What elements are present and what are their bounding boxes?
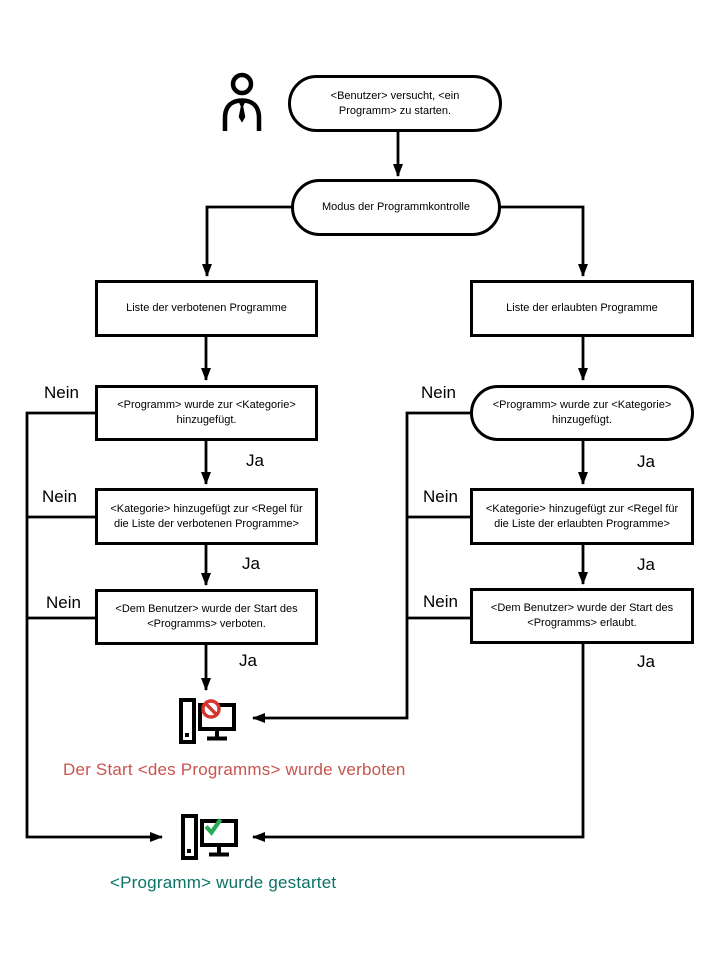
node-allowed-rule-label: <Kategorie> hinzugefügt zur <Regel für d… — [485, 502, 679, 530]
node-denied-category: <Programm> wurde zur <Kategorie> hinzuge… — [95, 385, 318, 441]
label-nein-right-1: Nein — [421, 383, 456, 402]
node-denied-rule-label: <Kategorie> hinzugefügt zur <Regel für d… — [110, 502, 303, 530]
node-denied-category-label: <Programm> wurde zur <Kategorie> hinzuge… — [117, 399, 296, 426]
node-allowed-list: Liste der erlaubten Programme — [470, 280, 694, 337]
node-start: <Benutzer> versucht, <ein Programm> zu s… — [288, 75, 502, 132]
label-ja-right-1: Ja — [637, 452, 655, 471]
label-ja-right-2: Ja — [637, 555, 655, 574]
node-denied-start-label: <Dem Benutzer> wurde der Start des <Prog… — [115, 603, 298, 630]
node-allowed-list-label: Liste der erlaubten Programme — [506, 302, 658, 315]
label-nein-left-3: Nein — [46, 593, 81, 612]
label-ja-left-1: Ja — [246, 451, 264, 470]
node-denied-list-label: Liste der verbotenen Programme — [126, 302, 287, 315]
node-denied-rule: <Kategorie> hinzugefügt zur <Regel für d… — [95, 488, 318, 545]
node-allowed-category: <Programm> wurde zur <Kategorie> hinzuge… — [470, 385, 694, 441]
node-allowed-rule: <Kategorie> hinzugefügt zur <Regel für d… — [470, 488, 694, 545]
node-denied-start: <Dem Benutzer> wurde der Start des <Prog… — [95, 589, 318, 645]
label-nein-right-3: Nein — [423, 592, 458, 611]
label-ja-right-3: Ja — [637, 652, 655, 671]
blocked-outcome-text: Der Start <des Programms> wurde verboten — [63, 760, 406, 779]
blocked-computer-icon — [178, 696, 236, 746]
label-ja-left-3: Ja — [239, 651, 257, 670]
check-mark — [204, 818, 223, 836]
label-nein-left-2: Nein — [42, 487, 77, 506]
node-start-label: <Benutzer> versucht, <ein Programm> zu s… — [330, 89, 460, 117]
label-nein-right-2: Nein — [423, 487, 458, 506]
label-ja-left-2: Ja — [242, 554, 260, 573]
started-outcome-text: <Programm> wurde gestartet — [110, 873, 337, 892]
prohibition-sign — [201, 699, 221, 719]
node-allowed-start: <Dem Benutzer> wurde der Start des <Prog… — [470, 588, 694, 644]
user-icon — [222, 72, 262, 132]
node-allowed-category-label: <Programm> wurde zur <Kategorie> hinzuge… — [492, 399, 672, 426]
node-control-mode: Modus der Programmkontrolle — [291, 179, 501, 236]
node-control-mode-label: Modus der Programmkontrolle — [322, 201, 470, 214]
label-nein-left-1: Nein — [44, 383, 79, 402]
allowed-computer-icon — [180, 812, 238, 862]
node-denied-list: Liste der verbotenen Programme — [95, 280, 318, 337]
node-allowed-start-label: <Dem Benutzer> wurde der Start des <Prog… — [490, 602, 674, 629]
